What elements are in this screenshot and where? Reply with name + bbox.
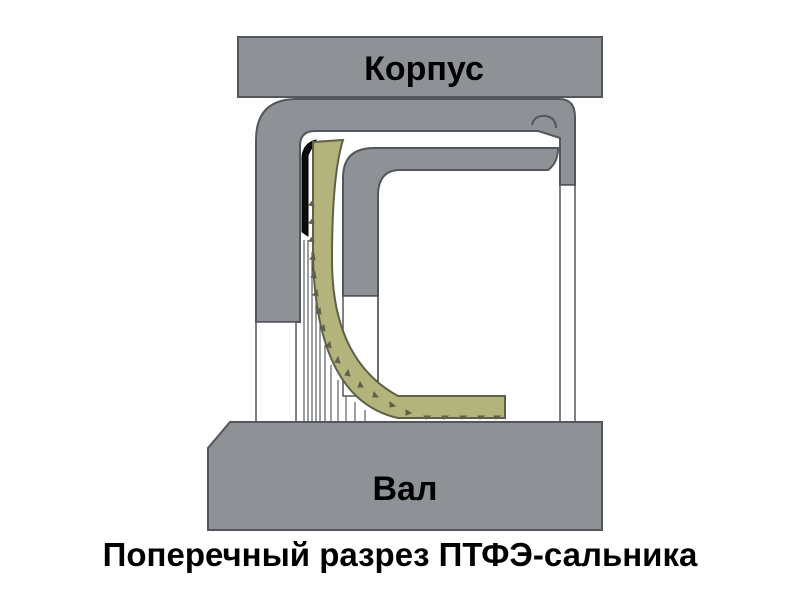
shaft-label: Вал <box>372 470 437 508</box>
shaft-block <box>207 421 603 531</box>
contact-hatch-lines <box>303 240 366 422</box>
housing-label: Корпус <box>364 50 484 88</box>
inner-metal-case <box>342 147 560 297</box>
ptfe-serrations <box>308 198 502 420</box>
left-white-gap <box>255 321 297 423</box>
case-hook-curl <box>531 114 557 129</box>
black-seal-strip <box>301 139 317 237</box>
right-white-gap <box>559 184 576 423</box>
diagram-caption: Поперечный разрез ПТФЭ-сальника <box>102 536 698 573</box>
ptfe-lip <box>312 138 506 419</box>
housing-block <box>237 36 603 98</box>
